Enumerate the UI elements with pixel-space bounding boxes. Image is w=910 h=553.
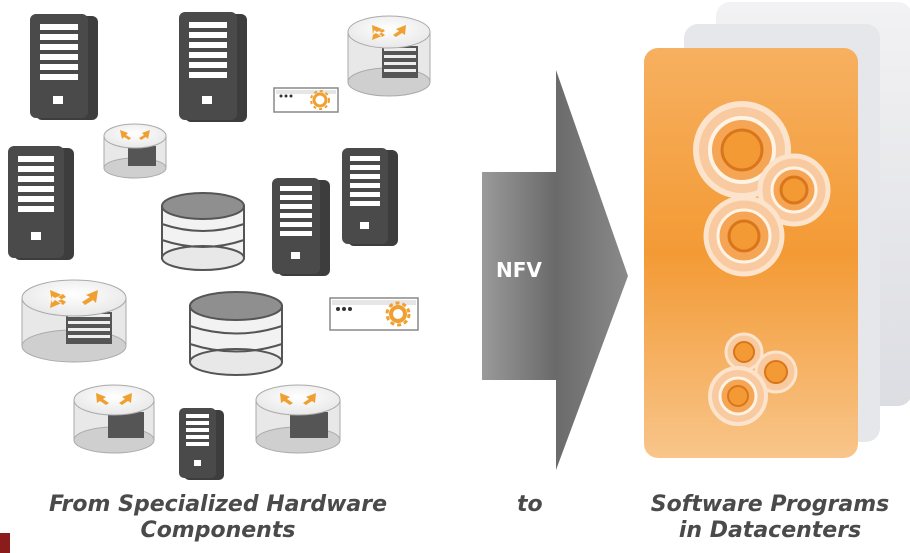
nfv-arrow-label: NFV (496, 258, 542, 282)
software-caption: Software Programs in Datacenters (640, 492, 900, 544)
transition-caption: to (517, 492, 543, 517)
hardware-caption-line2: Components (140, 518, 296, 543)
router-icon (103, 123, 167, 179)
hardware-caption: From Specialized Hardware Components (28, 492, 408, 544)
storage-icon (161, 192, 245, 271)
storage-icon (189, 291, 283, 376)
nfv-arrow (482, 70, 628, 470)
router-icon (347, 15, 431, 97)
hardware-caption-line1: From Specialized Hardware (48, 492, 388, 517)
process-circle-icon (754, 350, 798, 394)
server-icon (30, 14, 98, 120)
corner-logo (0, 533, 10, 553)
server-icon (272, 178, 330, 276)
appliance-icon (329, 297, 419, 331)
software-caption-line1: Software Programs (650, 492, 890, 517)
process-circle-icon (757, 153, 831, 227)
process-circle-icon (708, 366, 768, 426)
server-icon (342, 148, 398, 246)
router-icon (21, 279, 127, 363)
process-circle-icon (703, 195, 785, 277)
server-icon (8, 146, 74, 260)
router-icon (73, 384, 155, 454)
process-circle-icon (724, 332, 764, 372)
server-icon (179, 408, 224, 480)
datacenter-stack (644, 2, 910, 458)
server-icon (179, 12, 247, 122)
appliance-icon (273, 87, 339, 113)
software-caption-line2: in Datacenters (678, 518, 862, 543)
router-icon (255, 384, 341, 454)
